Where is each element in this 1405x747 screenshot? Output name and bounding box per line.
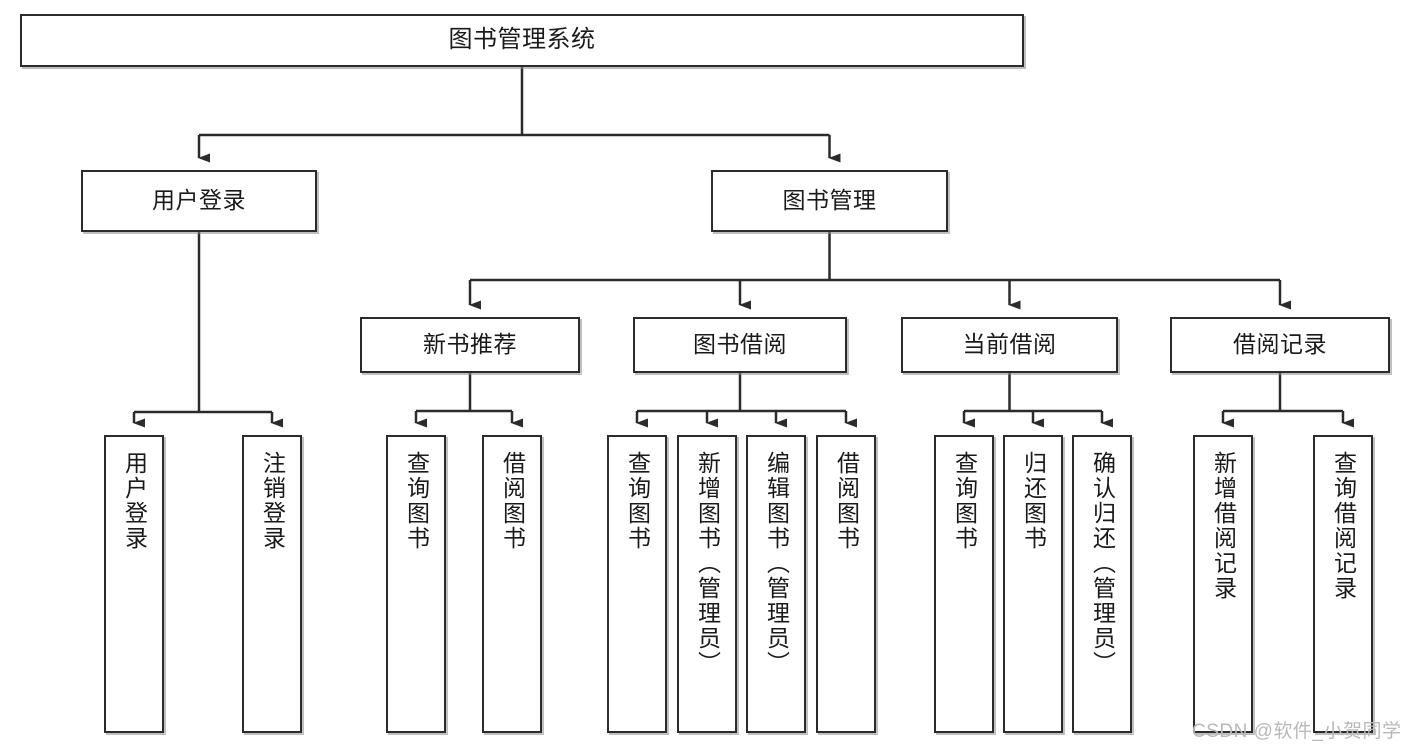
node-leaf-query-1[interactable]: 查询图书 xyxy=(386,435,446,733)
node-borrow-record[interactable]: 借阅记录 xyxy=(1170,317,1390,373)
node-leaf-return[interactable]: 归还图书 xyxy=(1003,435,1063,733)
node-book-borrow[interactable]: 图书借阅 xyxy=(633,317,847,373)
node-label: 借阅图书 xyxy=(833,451,860,551)
node-leaf-edit-book[interactable]: 编辑图书（管理员） xyxy=(746,435,806,733)
node-label: 归还图书 xyxy=(1020,451,1047,551)
node-label: 查询图书 xyxy=(403,451,430,551)
node-leaf-confirm[interactable]: 确认归还（管理员） xyxy=(1072,435,1132,733)
node-label: 查询图书 xyxy=(624,451,651,551)
node-current-borrow[interactable]: 当前借阅 xyxy=(901,317,1118,373)
node-label: 确认归还（管理员） xyxy=(1089,451,1116,676)
node-label: 图书管理系统 xyxy=(448,26,596,54)
node-leaf-add-book[interactable]: 新增图书（管理员） xyxy=(677,435,737,733)
node-leaf-query-2[interactable]: 查询图书 xyxy=(607,435,667,733)
node-label: 借阅记录 xyxy=(1233,331,1327,358)
node-label: 图书管理 xyxy=(782,187,877,214)
node-root[interactable]: 图书管理系统 xyxy=(20,14,1024,67)
node-label: 查询借阅记录 xyxy=(1330,451,1357,601)
node-label: 当前借阅 xyxy=(962,331,1057,358)
node-leaf-borrow-1[interactable]: 借阅图书 xyxy=(482,435,542,733)
node-label: 图书借阅 xyxy=(693,331,787,358)
node-leaf-logout[interactable]: 注销登录 xyxy=(242,435,302,733)
node-label: 编辑图书（管理员） xyxy=(763,451,790,676)
node-label: 借阅图书 xyxy=(499,451,526,551)
node-leaf-query-rec[interactable]: 查询借阅记录 xyxy=(1313,435,1373,733)
node-leaf-query-3[interactable]: 查询图书 xyxy=(934,435,994,733)
connector-lines xyxy=(132,67,1354,428)
node-leaf-user-login[interactable]: 用户登录 xyxy=(104,435,164,733)
node-new-book-rec[interactable]: 新书推荐 xyxy=(360,317,580,373)
node-label: 注销登录 xyxy=(259,451,286,551)
node-label: 用户登录 xyxy=(152,187,246,214)
watermark: CSDN @软件_小贺同学 xyxy=(1192,721,1402,742)
node-label: 新增图书（管理员） xyxy=(694,451,721,676)
node-label: 查询图书 xyxy=(951,451,978,551)
node-leaf-add-rec[interactable]: 新增借阅记录 xyxy=(1193,435,1253,733)
node-label: 用户登录 xyxy=(121,451,148,551)
node-book-manage[interactable]: 图书管理 xyxy=(711,170,948,232)
node-user-login[interactable]: 用户登录 xyxy=(81,170,317,232)
node-leaf-borrow-2[interactable]: 借阅图书 xyxy=(816,435,876,733)
node-label: 新书推荐 xyxy=(423,331,517,358)
node-label: 新增借阅记录 xyxy=(1210,451,1237,601)
